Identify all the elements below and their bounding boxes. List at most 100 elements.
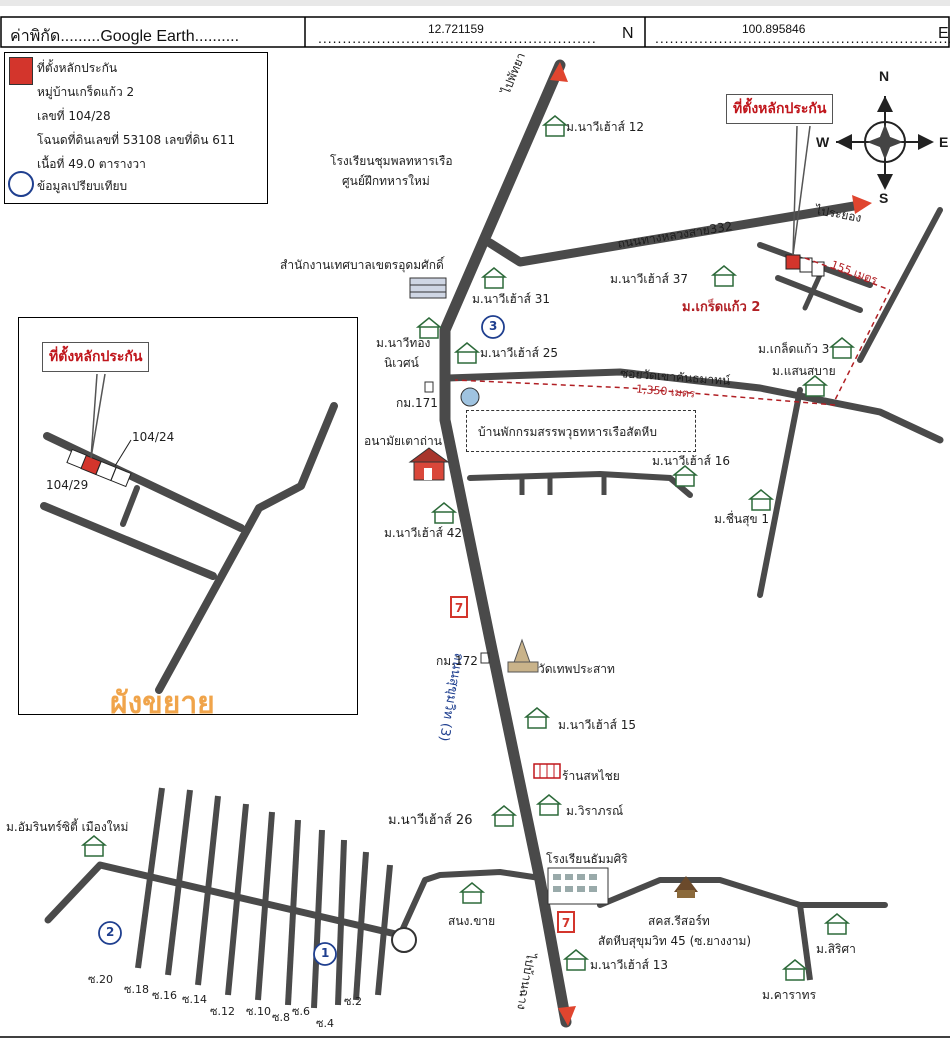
inset-callout: ที่ตั้งหลักประกัน	[42, 342, 150, 372]
label-municipal: สำนักงานเทศบาลเขตรอุดมศักดิ์	[280, 258, 444, 272]
soi-label: ซ.10	[246, 1005, 271, 1018]
label-navy42: ม.นาวีเฮ้าส์ 42	[384, 526, 462, 540]
marker-3: 3	[489, 319, 498, 333]
guesthouse-roads	[467, 470, 693, 498]
label-navythong: ม.นาวีทอง	[376, 336, 431, 350]
lon-value: 100.895846	[742, 22, 806, 36]
legend-title: ที่ตั้งหลักประกัน	[37, 61, 118, 75]
compass-e: E	[939, 134, 949, 150]
inset-plots	[66, 448, 132, 488]
guesthouse-box	[466, 410, 696, 452]
subject-callout: ที่ตั้งหลักประกัน	[726, 94, 834, 124]
soi-grid	[44, 787, 543, 1009]
label-resort: สคส.รีสอร์ท	[648, 914, 710, 928]
label-kled3: ม.เกล็ดแก้ว 3	[758, 342, 830, 356]
label-siriya: ม.สิริศา	[816, 942, 856, 956]
marker-1: 1	[321, 946, 330, 960]
km-post-icons	[424, 381, 490, 664]
label-navy16: ม.นาวีเฮ้าส์ 16	[652, 454, 730, 468]
dist-155-line	[804, 257, 891, 291]
label-sanong: สนง.ขาย	[448, 914, 496, 928]
marker-3-circle	[481, 315, 505, 339]
label-clinic: อนามัยเตาถ่าน	[364, 434, 442, 448]
label-km172: กม.172	[436, 654, 478, 668]
label-watthep: วัดเทพประสาท	[538, 662, 615, 676]
clinic-icon	[408, 447, 450, 481]
lat-suffix: N	[622, 25, 634, 42]
label-shop: ร้านสหไชย	[562, 769, 620, 783]
label-navy25: ม.นาวีเฮ้าส์ 25	[480, 346, 558, 360]
label-kred2: ม.เกร็ดแก้ว 2	[682, 300, 761, 315]
arrow-south	[558, 1006, 576, 1026]
marker-1-circle	[313, 942, 337, 966]
label-school-navy: โรงเรียนชุมพลทหารเรือ	[330, 154, 453, 168]
soi-label: ซ.2	[344, 995, 362, 1008]
inset-plot-a-label: 104/24	[132, 430, 175, 444]
lat-value: 12.721159	[428, 22, 484, 36]
label-km171: กม.171	[396, 396, 438, 410]
label-navy37: ม.นาวีเฮ้าส์ 37	[610, 272, 688, 286]
legend-compare: ข้อมูลเปรียบเทียบ	[37, 179, 128, 193]
lon-suffix: E	[938, 25, 949, 42]
compass-s: S	[879, 190, 889, 206]
soi-label: ซ.20	[88, 973, 113, 986]
soi-label: ซ.14	[182, 993, 207, 1006]
label-amarin: ม.อัมรินทร์ซิตี้ เมืองใหม่	[6, 820, 129, 834]
seven-eleven-icon-2: 7	[557, 911, 575, 933]
subject-swatch-icon	[9, 57, 33, 85]
legend-village: หมู่บ้านเกร็ดแก้ว 2	[37, 85, 135, 99]
legend-number: เลขที่ 104/28	[37, 109, 111, 123]
compass-w: W	[816, 134, 830, 150]
lon-dots: ........................................…	[655, 30, 950, 46]
legend-area: เนื้อที่ 49.0 ตารางวา	[37, 157, 146, 171]
label-saensabai: ม.แสนสบาย	[772, 364, 836, 378]
header-strip	[0, 0, 950, 6]
compare-circle-icon	[8, 171, 34, 197]
soi-label: ซ.18	[124, 983, 149, 996]
compass-n: N	[879, 68, 890, 84]
label-navy12: ม.นาวีเฮ้าส์ 12	[566, 120, 644, 134]
soi-label: ซ.12	[210, 1005, 235, 1018]
lat-dots: ........................................…	[318, 30, 597, 46]
sukhumvit-road	[439, 59, 572, 1028]
legend-deed: โฉนดที่ดินเลขที่ 53108 เลขที่ดิน 611	[37, 133, 236, 147]
highway-332	[485, 195, 872, 267]
svg-text:7: 7	[562, 916, 570, 930]
label-nivet: นิเวศน์	[384, 356, 419, 370]
inset-plot-b-label: 104/29	[46, 478, 89, 492]
soi-label: ซ.4	[316, 1017, 334, 1030]
temple-icon	[507, 638, 539, 673]
label-navy26: ม.นาวีเฮ้าส์ 26	[388, 813, 473, 828]
label-guesthouse: บ้านพักกรมสรรพวุธทหารเรือสัตหีบ	[478, 425, 657, 439]
seven-eleven-icon: 7	[450, 596, 468, 618]
house-icons	[80, 115, 856, 981]
arrow-north	[550, 62, 568, 82]
label-kharathorn: ม.คาราทร	[762, 988, 817, 1002]
inset-roads	[40, 373, 338, 694]
inset-title: ผังขยาย	[110, 686, 215, 721]
soi-label: ซ.8	[272, 1011, 290, 1024]
soi-label: ซ.16	[152, 989, 177, 1002]
label-wiraporn: ม.วิราภรณ์	[566, 804, 624, 818]
school-building-icon	[547, 867, 609, 905]
southeast-roads	[597, 877, 888, 981]
svg-text:7: 7	[455, 601, 463, 615]
label-school-navy-2: ศูนย์ฝึกทหารใหม่	[342, 174, 430, 188]
map-legend: ที่ตั้งหลักประกัน หมู่บ้านเกร็ดแก้ว 2 เล…	[4, 52, 268, 204]
label-navy13: ม.นาวีเฮ้าส์ 13	[590, 958, 668, 972]
municipal-building-icon	[409, 277, 447, 299]
header-box	[0, 16, 950, 48]
shop-icon	[533, 763, 561, 779]
label-chuensuk: ม.ชื่นสุข 1	[714, 512, 770, 526]
soi-label: ซ.6	[292, 1005, 310, 1018]
marker-2-circle	[98, 921, 122, 945]
marker-2: 2	[106, 925, 115, 939]
coord-label: ค่าพิกัด.........Google Earth..........	[10, 28, 240, 45]
label-navy31: ม.นาวีเฮ้าส์ 31	[472, 292, 550, 306]
compass-icon	[836, 96, 934, 190]
resort-icon	[674, 876, 698, 898]
inset-map	[18, 317, 358, 715]
label-sattahip45: สัตหีบสุขุมวิท 45 (ซ.ยางงาม)	[598, 934, 752, 948]
label-navy15: ม.นาวีเฮ้าส์ 15	[558, 718, 636, 732]
